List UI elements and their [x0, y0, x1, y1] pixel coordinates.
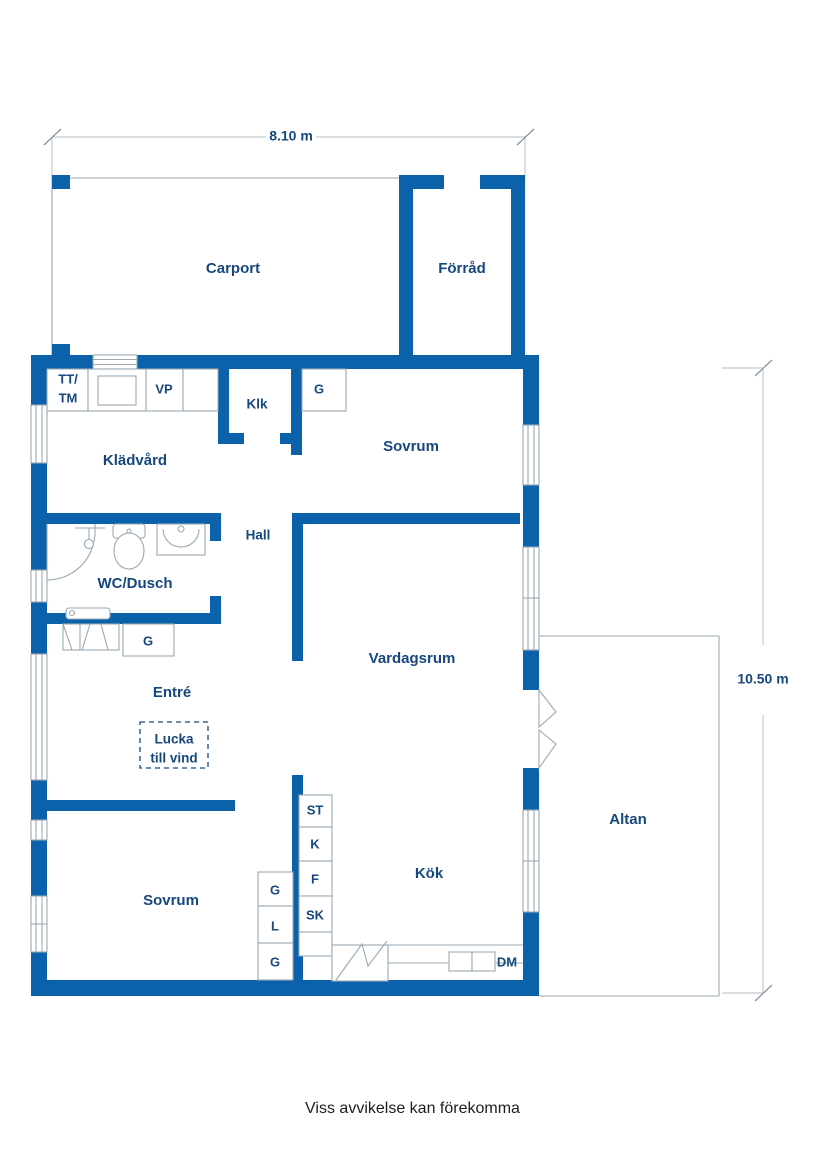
carport-outline [51, 177, 400, 358]
cabinet-label-st: ST [307, 802, 324, 817]
loft-hatch-line1: Lucka [154, 732, 194, 747]
outer-wall-right [523, 355, 539, 996]
disclaimer-note: Viss avvikelse kan förekomma [305, 1100, 520, 1117]
outer-wall-bottom [31, 980, 539, 996]
room-label-klk: Klk [246, 397, 268, 412]
carport-corner-nub-top [52, 175, 70, 189]
dimension-height-label: 10.50 m [737, 671, 788, 687]
cabinet-g-entre-box [122, 623, 175, 657]
room-label-wc-dusch: WC/Dusch [98, 575, 173, 592]
loft-hatch-line2: till vind [150, 751, 197, 766]
cabinet-label-tt-tm-line2: TM [59, 390, 78, 405]
altan-outline [539, 635, 720, 997]
patio-door-swing [538, 688, 557, 770]
cabinet-label-f: F [311, 871, 319, 886]
cabinet-label-g-sovrum-2: G [270, 954, 280, 969]
cabinet-label-vp: VP [155, 381, 173, 396]
cabinet-label-l-sovrum: L [271, 918, 279, 933]
loft-hatch-box [139, 721, 209, 769]
cabinet-label-sk: SK [306, 907, 325, 922]
forrad-walls [399, 175, 525, 358]
room-label-kladvard: Klädvård [103, 452, 167, 469]
kitchen-counter [331, 940, 523, 982]
cabinet-label-k: K [310, 836, 320, 851]
room-label-forrad: Förråd [438, 260, 486, 277]
cabinet-g-klk-box [301, 368, 347, 412]
dimension-height: 10.50 m [722, 359, 789, 1002]
room-label-entre: Entré [153, 684, 191, 701]
kitchen-cabinet-column [298, 794, 333, 957]
room-label-sovrum-bot: Sovrum [143, 892, 199, 909]
cabinet-label-g-sovrum-1: G [270, 882, 280, 897]
window-top-wall [92, 354, 138, 370]
sovrum-wardrobe-column [257, 871, 294, 981]
windows-left-wall [30, 404, 48, 953]
room-label-kok: Kök [415, 865, 444, 882]
cabinet-label-tt-tm-line1: TT/ [58, 371, 78, 386]
room-label-sovrum-top: Sovrum [383, 438, 439, 455]
dimension-width: 8.10 m [43, 128, 535, 178]
windows-right-wall [522, 424, 540, 913]
cabinet-label-g-klk: G [314, 381, 324, 396]
room-label-carport: Carport [206, 260, 260, 277]
wc-dusch-fixtures [46, 523, 206, 651]
room-label-hall: Hall [246, 528, 271, 543]
cabinet-label-g-entre: G [143, 633, 153, 648]
room-label-altan: Altan [609, 811, 647, 828]
cabinet-label-dm: DM [497, 954, 517, 969]
room-label-vardagsrum: Vardagsrum [369, 650, 456, 667]
outer-wall-left [31, 355, 47, 996]
dimension-width-label: 8.10 m [269, 128, 313, 144]
kladvard-cabinet-row [46, 368, 219, 412]
